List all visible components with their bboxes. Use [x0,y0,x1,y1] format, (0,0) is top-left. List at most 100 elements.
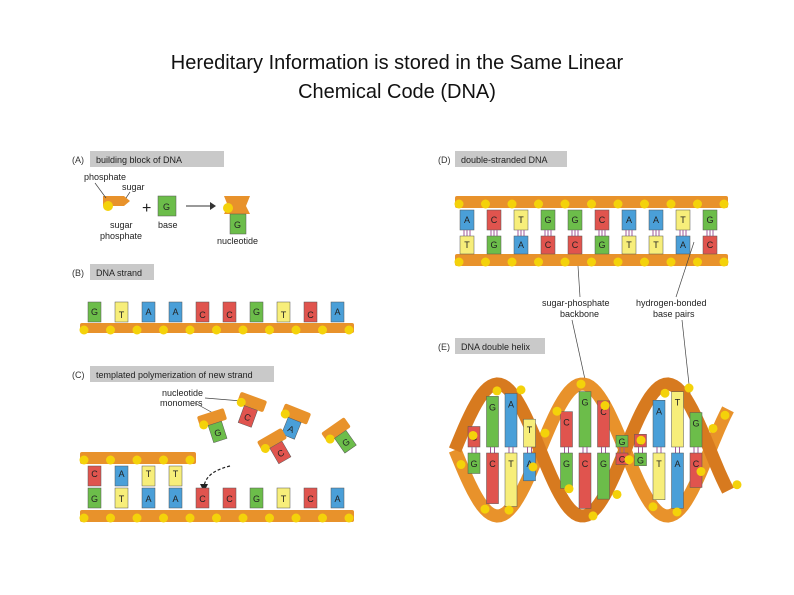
panel-c-bottom-base-4-block [195,487,210,509]
nucleotide-base-letter: G [234,220,241,230]
panel-b-header-bg [90,264,154,280]
free-nucleotide-0: C [236,392,267,428]
helix-base-7-block [597,400,610,448]
panel-b-base-7-label: T [281,310,287,320]
panel-d: (D) double-stranded DNA ATCGTAGCGCCGATAT… [438,151,729,431]
sugar-dot [560,199,570,209]
helix-pair-7-label: G [600,459,607,469]
panel-c-bottom-base-9-block [330,487,345,509]
helix-base-10-block [652,400,666,448]
panel-d-bottom-base-3-label: C [545,240,552,250]
free-nucleotide-sugar [281,403,311,425]
sugar-dot [132,513,142,523]
phosphate-pointer [94,182,107,199]
sugar-dot [265,325,274,335]
panel-c-bottom-base-2-label: A [145,494,151,504]
label-monomers-2: monomers [160,398,203,408]
panel-e-letter: (E) [438,342,450,352]
helix-dot [624,455,634,465]
helix-pair-6-block [578,452,592,509]
panel-d-bottom-base-1-label: G [490,240,497,250]
helix-base-1-label: G [489,402,496,412]
helix-base-8-label: G [618,437,625,447]
panel-d-top-base-1-label: C [491,215,498,225]
label-pairs-2: base pairs [653,309,695,319]
panel-d-top-base-4-label: G [571,215,578,225]
helix-dot [588,511,598,521]
free-nucleotide-2: A [280,403,311,440]
sugar-dot [693,199,702,209]
panel-c-bottom-base-9-label: A [334,494,340,504]
panel-b-base-6-block [249,301,264,323]
helix-base-5-label: C [563,418,570,428]
reaction-arrowhead [210,202,216,210]
sugar-dot [640,199,649,209]
sugar-dot [106,455,115,465]
helix-pair-3-label: A [526,459,532,469]
free-nucleotide-base-4-block [334,429,357,454]
phosphate-dot [103,201,113,211]
label-backbone-1: sugar-phosphate [542,298,610,308]
helix-dot [576,379,586,389]
panel-d-bottom-base-9-block [702,235,718,255]
panel-d-bottom-base-4-block [567,235,583,255]
free-nucleotide-dot [199,420,209,430]
panel-b-base-8-label: C [307,310,314,320]
sugar-dot [291,325,301,335]
panel-c-bottom-base-7-label: T [281,494,287,504]
panel-c-top-base-2-label: T [146,469,152,479]
panel-d-header-bg [455,151,567,167]
panel-c-bottom-base-6-label: G [253,494,260,504]
helix-pair-0-label: G [470,459,477,469]
panel-c-bottom-base-0-label: G [91,494,98,504]
panel-c-bottom-base-0-block [87,487,102,509]
helix-pair-6-label: C [582,459,589,469]
base-g-free [157,195,177,217]
panel-d-bottom-base-2-label: A [518,240,524,250]
panel-a-header: building block of DNA [96,155,182,165]
pairs-pointer [675,241,695,298]
panel-d-bottom-base-0-block [459,235,475,255]
panel-d-top-base-6-label: A [626,215,632,225]
helix-base-11-label: T [675,398,681,408]
helix-dot [504,505,514,515]
label-sugar-phosphate-1: sugar [110,220,133,230]
panel-a-letter: (A) [72,155,84,165]
panel-c-top-base-0-block [87,465,102,487]
helix-dot [600,401,610,411]
panel-c-letter: (C) [72,370,85,380]
panel-c-bottom-base-2-block [141,487,156,509]
helix-pair-10-label: T [656,459,662,469]
helix-dot [516,385,526,395]
label-backbone-2: backbone [560,309,599,319]
label-sugar-phosphate-2: phosphate [100,231,142,241]
label-phosphate: phosphate [84,172,126,182]
panel-d-bottom-base-7-label: T [653,240,659,250]
sugar-dot [719,257,729,267]
sugar-dot [481,199,490,209]
panel-c-bottom-base-4-label: C [199,494,206,504]
helix-base-10-label: A [656,406,662,416]
helix-base-2-label: A [508,400,514,410]
sugar-dot [265,513,274,523]
helix-dot [696,467,706,477]
sugar-dot [587,199,596,209]
panel-c-bottom-base-1-label: T [119,494,125,504]
helix-pair-2-label: T [508,459,514,469]
panel-b-base-4-label: C [199,310,206,320]
sugar-dot [534,257,543,267]
panel-d-bottom-base-3-block [540,235,556,255]
helix-pair-9-label: G [637,456,644,466]
nucleotide-dot [223,203,233,213]
panel-d-bottom-base-4-label: C [572,240,579,250]
helix-pair-12-label: C [693,459,700,469]
free-nucleotide-base-2-block [281,416,302,440]
panel-b-base-1-label: T [119,310,125,320]
panel-b-base-0-label: G [91,307,98,317]
panel-c-bottom-base-8-label: C [307,494,314,504]
sugar-dot [318,513,327,523]
label-base: base [158,220,178,230]
panel-b-base-3-label: A [172,307,178,317]
sugar-dot [507,199,517,209]
